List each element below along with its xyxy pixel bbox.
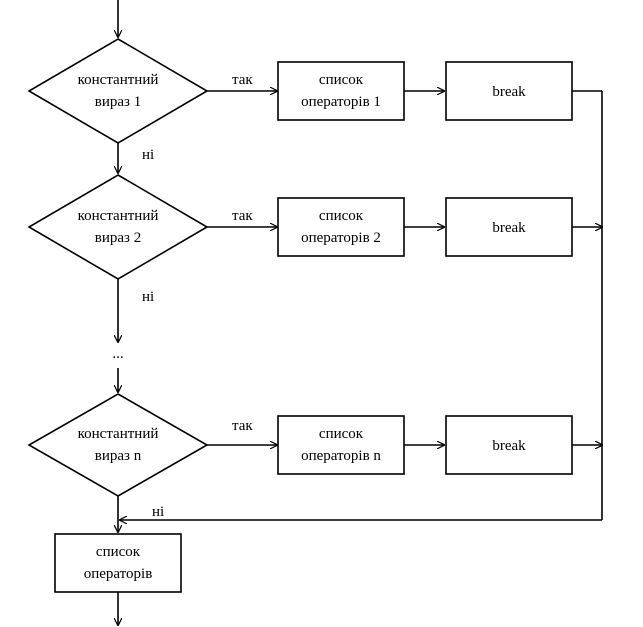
action-box-n (277, 415, 405, 475)
action-box-2 (277, 197, 405, 257)
case-2: константний вираз 2 так список операторі… (27, 174, 602, 342)
action-n-line1: список (319, 426, 364, 442)
action-1-line1: список (319, 72, 364, 88)
decision-diamond-n (27, 393, 209, 497)
action-1-line2: операторів 1 (301, 94, 381, 110)
action-2-line2: операторів 2 (301, 230, 381, 246)
decision-diamond-2 (27, 174, 209, 280)
break-box-2 (445, 197, 573, 257)
yes-label-1: так (232, 72, 253, 88)
decision-n-line1: константний (78, 426, 159, 442)
yes-label-n: так (232, 418, 253, 434)
decision-2-line2: вираз 2 (95, 230, 141, 246)
decision-1-line2: вираз 1 (95, 94, 141, 110)
no-label-2: ні (142, 289, 154, 305)
action-n-line2: операторів n (301, 448, 381, 464)
case-1: константний вираз 1 так список операторі… (27, 38, 602, 173)
break-box-1 (445, 61, 573, 121)
decision-diamond-1 (27, 38, 209, 144)
no-label-1: ні (142, 147, 154, 163)
decision-1-line1: константний (78, 72, 159, 88)
final-block-line2: операторів (84, 566, 153, 582)
break-label-1: break (492, 84, 526, 100)
ellipsis: ... (112, 346, 123, 362)
no-label-n: ні (152, 504, 164, 520)
yes-label-2: так (232, 208, 253, 224)
action-box-1 (277, 61, 405, 121)
decision-n-line2: вираз n (95, 448, 142, 464)
decision-2-line1: константний (78, 208, 159, 224)
break-box-n (445, 415, 573, 475)
break-label-2: break (492, 220, 526, 236)
action-2-line1: список (319, 208, 364, 224)
final-block-line1: список (96, 544, 141, 560)
break-label-n: break (492, 438, 526, 454)
case-n: константний вираз n так список операторі… (27, 393, 602, 532)
final-operators-box (54, 533, 182, 593)
